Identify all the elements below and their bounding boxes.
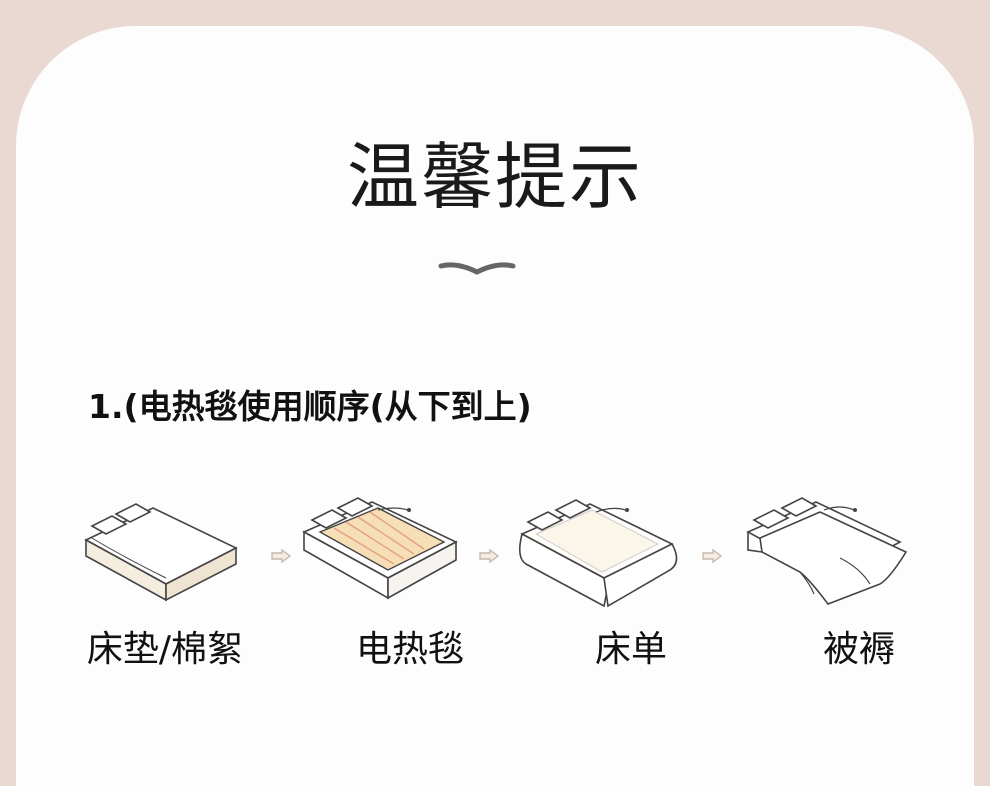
step-label-bed-sheet: 床单 bbox=[526, 620, 736, 672]
step-label-electric-blanket: 电热毯 bbox=[305, 620, 515, 672]
page-title: 温馨提示 bbox=[0, 118, 990, 223]
arrow-right-icon bbox=[701, 549, 723, 563]
arrow-right-icon bbox=[270, 549, 292, 563]
bed-sheet-icon bbox=[512, 488, 684, 610]
step-label-quilt: 被褥 bbox=[754, 620, 964, 672]
usage-order-heading: 1.(电热毯使用顺序(从下到上) bbox=[88, 380, 532, 428]
arrow-right-icon bbox=[478, 549, 500, 563]
wave-divider bbox=[437, 258, 517, 280]
bed-mattress-icon bbox=[78, 488, 243, 608]
bed-electric-blanket-icon bbox=[298, 488, 463, 610]
bed-quilt-icon bbox=[740, 488, 912, 610]
step-label-mattress: 床垫/棉絮 bbox=[60, 620, 270, 672]
